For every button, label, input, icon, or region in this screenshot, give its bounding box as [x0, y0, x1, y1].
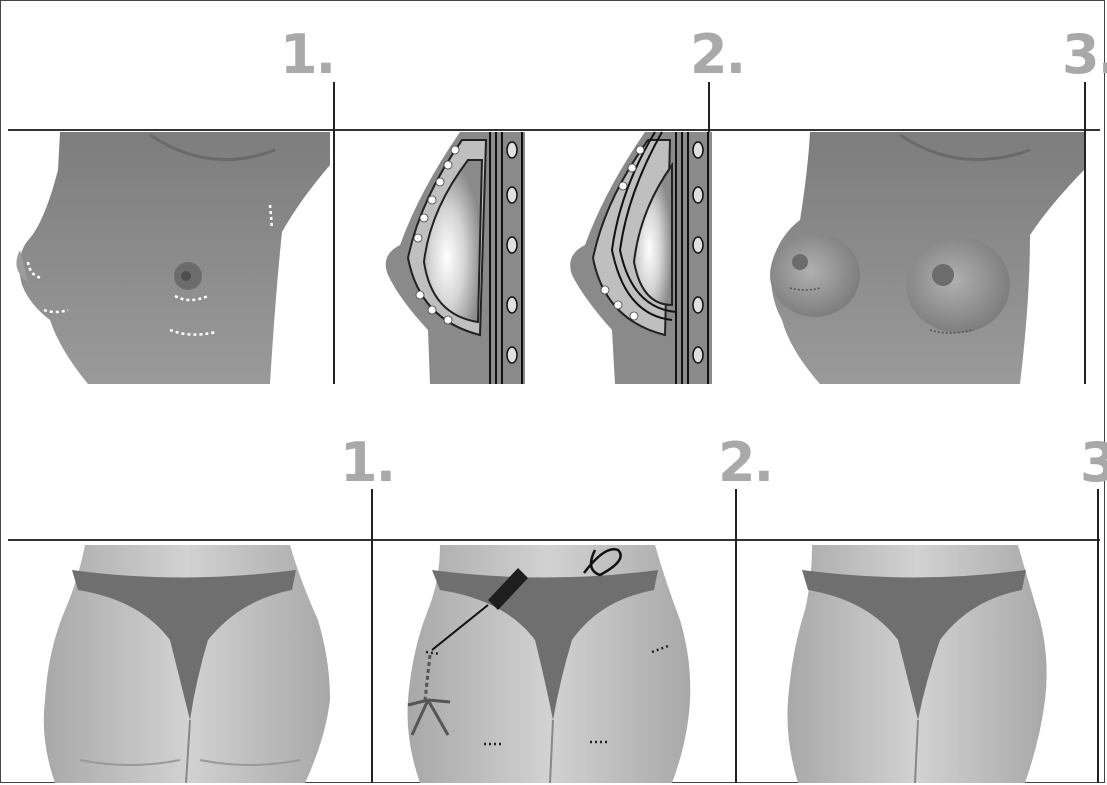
- top-panel-3-torso: [770, 132, 1084, 384]
- bottom-panel-1-buttocks: [44, 545, 330, 783]
- bottom-panel-3-buttocks: [787, 545, 1046, 783]
- top-panel-2-cross-section-b: [570, 132, 712, 384]
- top-panel-1-torso: [16, 132, 330, 384]
- bottom-panel-2-buttocks: [408, 545, 691, 783]
- top-panel-2-cross-section-a: [386, 132, 525, 384]
